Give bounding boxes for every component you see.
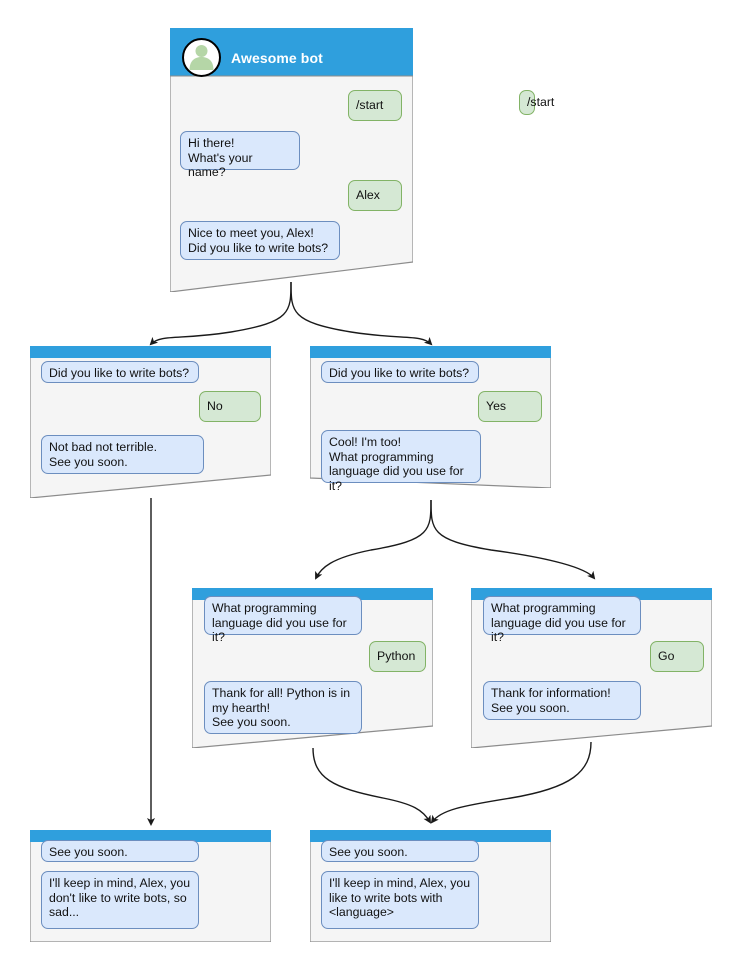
message-bubble-bot-keep-in-mind-happy: I'll keep in mind, Alex, you like to wri…	[321, 871, 479, 929]
message-bubble-bot-question: Did you like to write bots?	[41, 361, 199, 383]
connector-yes-to-python	[315, 499, 432, 580]
connector-root-to-no	[149, 281, 292, 346]
connector-yes-to-go	[430, 499, 596, 580]
message-bubble-user-no: No	[199, 391, 261, 422]
message-bubble-user-go: Go	[650, 641, 704, 672]
message-bubble-bot-thanks-info: Thank for information! See you soon.	[483, 681, 641, 720]
card-title-root: Awesome bot	[231, 50, 323, 66]
message-bubble-bot-lang-question: What programming language did you use fo…	[483, 596, 641, 644]
message-bubble-user-start: /start	[348, 90, 402, 121]
connector-go-to-end	[430, 741, 592, 824]
message-bubble-user: /start	[519, 90, 554, 115]
message-bubble-bot-nice-to-meet: Nice to meet you, Alex! Did you like to …	[180, 221, 340, 260]
message-bubble-user-yes: Yes	[478, 391, 542, 422]
message-bubble-bot-not-bad: Not bad not terrible. See you soon.	[41, 435, 204, 474]
message-bubble-bot-see-you-soon: See you soon.	[41, 840, 199, 862]
connector-root-to-yes	[290, 281, 433, 346]
connector-python-to-end	[312, 747, 432, 824]
message-bubble-bot-cool: Cool! I'm too! What programming language…	[321, 430, 481, 493]
message-bubble-bot-lang-question: What programming language did you use fo…	[204, 596, 362, 644]
person-avatar-icon	[182, 38, 221, 77]
message-bubble-bot-keep-in-mind-sad: I'll keep in mind, Alex, you don't like …	[41, 871, 199, 929]
message-bubble-bot-greeting: Hi there! What's your name?	[180, 131, 300, 179]
message-bubble-bot-question: Did you like to write bots?	[321, 361, 479, 383]
message-bubble-bot-thanks-python: Thank for all! Python is in my hearth! S…	[204, 681, 362, 734]
message-bubble-user-name: Alex	[348, 180, 402, 211]
message-bubble-bot-see-you-soon: See you soon.	[321, 840, 479, 862]
message-bubble-user-python: Python	[369, 641, 426, 672]
